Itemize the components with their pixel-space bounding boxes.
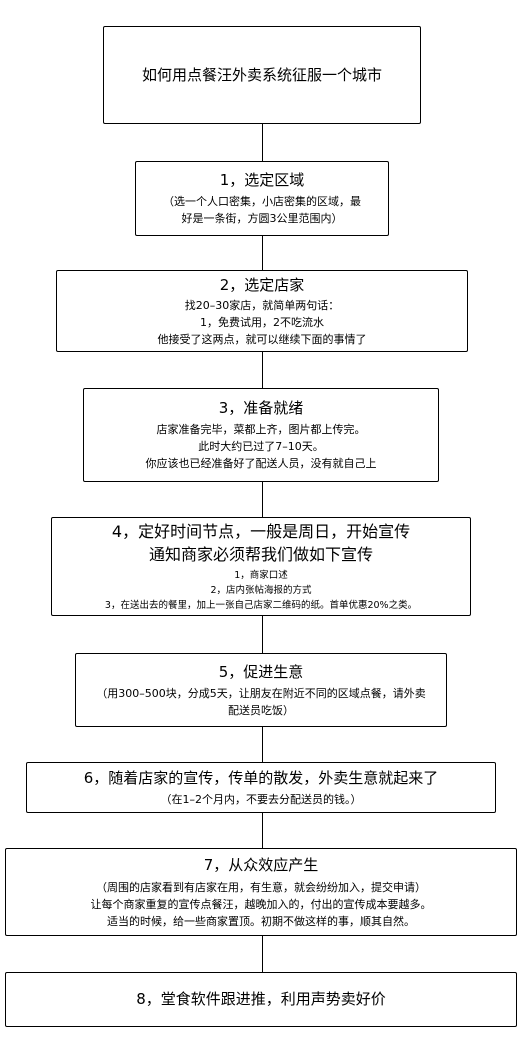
step-line: （周围的店家看到有店家在用，有生意，就会纷纷加入，提交申请） [96,880,426,894]
step-box-6: 6，随着店家的宣传，传单的散发，外卖生意就起来了 （在1–2个月内，不要去分配送… [26,762,496,813]
step-title: 6，随着店家的宣传，传单的散发，外卖生意就起来了 [83,768,439,787]
connector-line [262,727,263,762]
step-title: 4，定好时间节点，一般是周日，开始宣传 [111,522,411,541]
step-line: 配送员吃饭） [228,703,294,717]
step-title: 8，堂食软件跟进推，利用声势卖好价 [136,990,386,1008]
connector-line [262,236,263,270]
step-line: （选一个人口密集，小店密集的区域，最 [163,195,361,208]
step-line: 1，商家口述 [234,570,288,581]
step-line: （在1–2个月内，不要去分配送员的钱。） [160,792,362,806]
connector-line [262,352,263,388]
step-line: 找20–30家店，就简单两句话： [184,298,340,312]
step-line: 好是一条街，方圆3公里范围内） [181,212,343,225]
step-title: 2，选定店家 [219,275,305,294]
step-line: 你应该也已经准备好了配送人员，没有就自己上 [145,457,377,470]
step-title: 3，准备就绪 [218,399,304,417]
step-subtitle: 通知商家必须帮我们做如下宣传 [148,545,373,564]
step-box-1: 1，选定区域 （选一个人口密集，小店密集的区域，最 好是一条街，方圆3公里范围内… [135,161,389,236]
step-title: 7，从众效应产生 [203,855,319,874]
step-box-2: 2，选定店家 找20–30家店，就简单两句话： 1，免费试用，2不吃流水 他接受… [56,270,468,352]
step-line: 2，店内张帖海报的方式 [210,585,312,596]
step-line: 适当的时候，给一些商家置顶。初期不做这样的事，顺其自然。 [107,914,415,928]
step-line: 他接受了这两点，就可以继续下面的事情了 [157,332,367,346]
step-line: 1，免费试用，2不吃流水 [200,315,324,329]
connector-line [262,936,263,972]
step-line: 让每个商家重复的宣传点餐汪，越晚加入的，付出的宣传成本要越多。 [90,897,432,911]
step-box-7: 7，从众效应产生 （周围的店家看到有店家在用，有生意，就会纷纷加入，提交申请） … [5,848,517,936]
step-line: 店家准备完毕，菜都上齐，图片都上传完。 [156,423,366,436]
step-box-5: 5，促进生意 （用300–500块，分成5天，让朋友在附近不同的区域点餐，请外卖… [75,653,447,727]
step-box-4: 4，定好时间节点，一般是周日，开始宣传 通知商家必须帮我们做如下宣传 1，商家口… [51,517,471,616]
step-line: 3，在送出去的餐里，加上一张自己店家二维码的纸。首单优惠20%之类。 [104,600,418,611]
connector-line [262,124,263,161]
step-title: 1，选定区域 [219,171,305,189]
step-title: 5，促进生意 [218,662,304,681]
step-title: 如何用点餐汪外卖系统征服一个城市 [141,65,382,84]
connector-line [262,813,263,848]
step-box-8: 8，堂食软件跟进推，利用声势卖好价 [5,972,517,1027]
step-box-3: 3，准备就绪 店家准备完毕，菜都上齐，图片都上传完。 此时大约已过了7–10天。… [83,388,439,482]
connector-line [262,616,263,653]
step-box-title: 如何用点餐汪外卖系统征服一个城市 [103,26,421,124]
step-line: 此时大约已过了7–10天。 [198,440,324,453]
step-line: （用300–500块，分成5天，让朋友在附近不同的区域点餐，请外卖 [96,686,426,700]
connector-line [262,482,263,517]
